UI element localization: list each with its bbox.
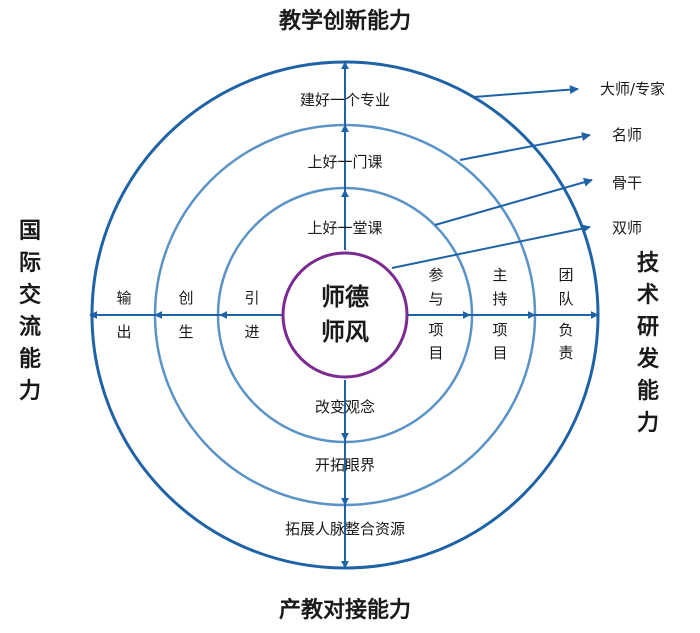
label-right-middle-2: 持: [492, 290, 507, 308]
title-left-char: 国: [19, 219, 41, 244]
center-line-2: 师风: [321, 318, 369, 346]
center-line-1: 师德: [321, 283, 369, 311]
label-top-outer: 建好一个专业: [300, 91, 390, 109]
label-left-middle-2: 生: [178, 323, 193, 341]
title-bottom: 产教对接能力: [279, 597, 411, 623]
pointer-dual: [391, 224, 591, 269]
label-left-inner-2: 进: [244, 323, 259, 341]
label-left-outer-1: 输: [116, 289, 131, 307]
pointer-famous: [459, 132, 591, 161]
label-bottom-inner: 改变观念: [315, 398, 375, 416]
title-left: 国 际 交 流 能 力: [19, 219, 41, 404]
title-right-char: 术: [637, 283, 659, 308]
label-left-inner-1: 引: [244, 289, 259, 307]
title-left-char: 交: [19, 282, 41, 308]
role-famous: 名师: [612, 126, 642, 144]
role-master: 大师/专家: [600, 80, 665, 98]
label-right-inner-1: 参: [428, 266, 443, 284]
label-bottom-outer: 拓展人脉整合资源: [285, 520, 405, 538]
label-bottom-middle: 开拓眼界: [315, 456, 375, 474]
role-dual: 双师: [612, 219, 642, 237]
label-right-middle-1: 主: [492, 266, 507, 284]
label-right-outer-4: 责: [558, 344, 573, 362]
title-right-char: 研: [637, 315, 659, 340]
label-right-middle-3: 项: [492, 321, 507, 339]
title-right-char: 力: [637, 411, 659, 436]
title-right-char: 发: [636, 346, 660, 372]
label-right-outer-1: 团: [558, 266, 573, 284]
label-right-middle-4: 目: [492, 344, 507, 362]
title-left-char: 际: [19, 251, 41, 276]
role-backbone: 骨干: [612, 174, 642, 192]
label-right-outer-2: 队: [558, 290, 573, 308]
label-right-inner-4: 目: [428, 344, 443, 362]
label-left-middle-1: 创: [178, 289, 193, 307]
title-left-char: 能: [19, 346, 41, 372]
label-right-inner-2: 与: [428, 290, 443, 308]
label-top-inner: 上好一堂课: [307, 219, 382, 237]
title-left-char: 力: [19, 379, 41, 404]
title-right-char: 技: [637, 251, 660, 276]
title-right-char: 能: [637, 378, 659, 404]
title-top: 教学创新能力: [279, 8, 411, 34]
pointer-backbone: [434, 177, 593, 226]
label-right-inner-3: 项: [428, 321, 443, 339]
title-right: 技 术 研 发 能 力: [636, 251, 660, 436]
label-left-outer-2: 出: [116, 323, 131, 341]
center-circle: [281, 251, 409, 379]
pointer-master: [473, 85, 579, 98]
label-top-middle: 上好一门课: [307, 153, 382, 171]
label-right-outer-3: 负: [558, 321, 573, 339]
title-left-char: 流: [19, 314, 41, 340]
